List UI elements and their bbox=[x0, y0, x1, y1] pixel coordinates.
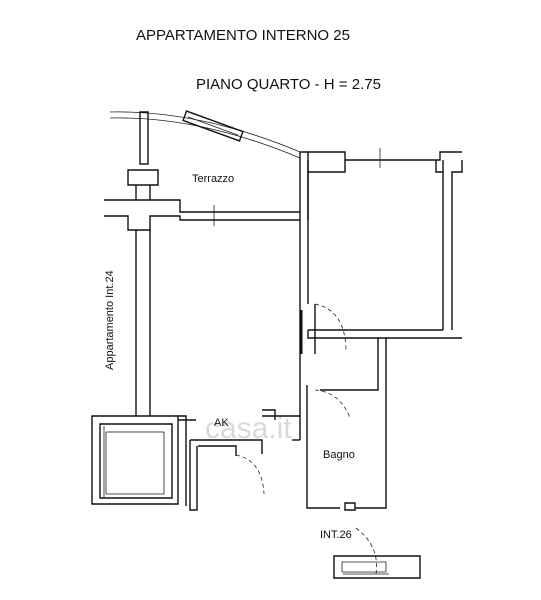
room-label-adjacent-apartment: Appartamento Int.24 bbox=[104, 270, 116, 370]
room-label-bagno: Bagno bbox=[323, 449, 355, 461]
room-label-ak: AK bbox=[214, 417, 229, 429]
terrace-railing bbox=[109, 110, 301, 165]
plan-title: APPARTAMENTO INTERNO 25 bbox=[136, 27, 350, 44]
corridor-walls bbox=[135, 230, 387, 511]
terrace-walls bbox=[104, 152, 309, 231]
main-room-walls bbox=[299, 148, 463, 358]
doors bbox=[235, 303, 377, 575]
plan-subtitle: PIANO QUARTO - H = 2.75 bbox=[196, 76, 381, 93]
room-label-int26: INT.26 bbox=[320, 529, 352, 541]
int26-fixture bbox=[333, 555, 421, 579]
room-label-terrazzo: Terrazzo bbox=[192, 173, 234, 185]
lift-and-ak bbox=[91, 409, 300, 511]
